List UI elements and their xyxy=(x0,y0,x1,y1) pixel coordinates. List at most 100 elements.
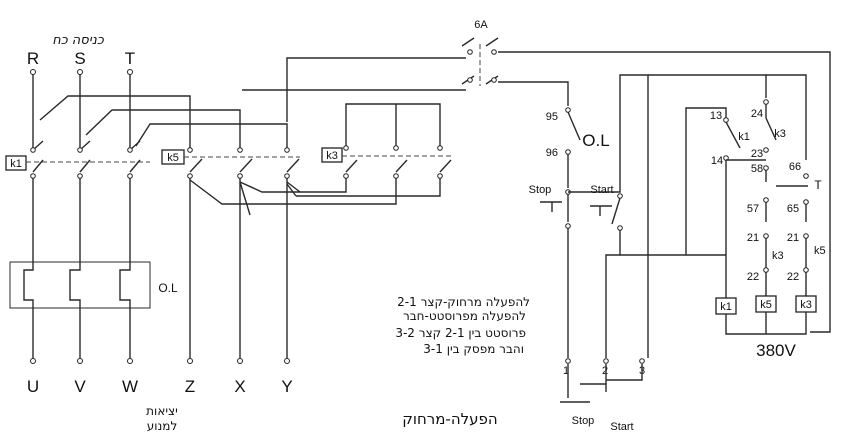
start-dot xyxy=(617,193,623,199)
k3-interlock-label: k3 xyxy=(772,250,784,262)
timer-label: T xyxy=(814,178,822,192)
k1-contact-dot xyxy=(77,173,83,179)
contact-58: 58 xyxy=(751,163,763,175)
k1-aux-label: k1 xyxy=(738,131,750,143)
k3-link-z xyxy=(189,178,397,205)
contact-22-right: 22 xyxy=(787,271,799,283)
fuse-dot xyxy=(491,77,497,83)
fuse-dot xyxy=(491,49,497,55)
k1-aux-contact xyxy=(725,121,741,149)
k5-interlock-label: k5 xyxy=(814,245,826,257)
control-circuit: 6A 95 96 O.L Stop Start xyxy=(242,19,831,433)
stop-to-start-bridge xyxy=(568,186,621,193)
contact-dot xyxy=(723,117,729,123)
terminal-t xyxy=(127,69,133,75)
remote-terminal-1: 1 xyxy=(563,365,569,377)
notes-block: להפעלה מרחוק-קצר 2-1 להפעלה מפרוסטט-חבר … xyxy=(395,295,530,356)
phase-s-label: S xyxy=(74,49,85,68)
diagram-caption: הפעלה-מרחוק xyxy=(402,410,497,428)
stop-button-actuator xyxy=(540,201,562,212)
contact-dot xyxy=(763,165,769,171)
contact-23: 23 xyxy=(751,148,763,160)
tap-s-to-k5 xyxy=(85,109,241,148)
k1-contact-dot xyxy=(30,173,36,179)
start-dot xyxy=(617,225,623,231)
k1-contact-dot xyxy=(127,173,133,179)
contact-dot xyxy=(763,267,769,273)
terminal-w-label: W xyxy=(122,377,138,396)
contact-24: 24 xyxy=(751,108,763,120)
k3-contact-dot xyxy=(437,145,443,151)
k1-main-contacts xyxy=(32,140,141,151)
start-button-label: Start xyxy=(590,184,613,196)
coil-return-bus xyxy=(725,312,807,335)
k1-contact-dot xyxy=(30,147,36,153)
thermal-overload-elements xyxy=(23,262,131,308)
contact-21-left: 21 xyxy=(747,232,759,244)
k1-coil-label: k1 xyxy=(720,301,732,313)
k3-link-y xyxy=(286,181,301,193)
control-live-line xyxy=(498,81,569,106)
remote-3-line xyxy=(619,74,649,358)
control-neutral-line xyxy=(498,51,831,333)
k5-contact-dot xyxy=(237,147,243,153)
k5-coil-label: k5 xyxy=(760,299,772,311)
k3-contactor-box xyxy=(321,147,343,163)
hold-branch-wire xyxy=(685,107,727,255)
terminal-u-dot xyxy=(30,358,36,364)
terminal-s xyxy=(77,69,83,75)
contact-65: 65 xyxy=(787,203,799,215)
k3-link-x-diag xyxy=(239,181,251,216)
timer-nc-contact xyxy=(765,170,808,222)
terminal-y-dot xyxy=(284,358,290,364)
power-circuit: כניסה כח R S T k1 O.L k5 xyxy=(5,33,452,433)
remote-terminal-dot xyxy=(639,358,645,364)
motor-terminals: U V W Z X Y xyxy=(27,358,293,396)
contact-dot xyxy=(803,233,809,239)
terminal-w-dot xyxy=(127,358,133,364)
contact-66: 66 xyxy=(789,161,801,173)
motor-outputs-label-2: למנוע xyxy=(147,419,178,433)
contact-dot xyxy=(803,199,809,205)
phase-r-label: R xyxy=(27,49,39,68)
start-to-remote-2 xyxy=(605,230,621,358)
fuse-switch-upper xyxy=(461,37,499,47)
contact-dot xyxy=(763,99,769,105)
ol-control-contact xyxy=(567,111,581,141)
k3-aux-contact xyxy=(765,104,777,141)
k5-main-contacts xyxy=(189,158,300,173)
remote-stop-label: Stop xyxy=(572,415,595,427)
k3-contact-dot xyxy=(343,145,349,151)
k3-contact-dot xyxy=(393,173,399,179)
k1-contact-blades xyxy=(32,159,141,173)
stop-button-label: Stop xyxy=(529,184,552,196)
control-top-bus xyxy=(648,74,767,98)
start-button-contact xyxy=(611,197,621,225)
stop-dot xyxy=(565,223,571,229)
terminal-x-dot xyxy=(237,358,243,364)
motor-outputs-label-1: יציאות xyxy=(146,404,178,418)
terminal-u-label: U xyxy=(27,377,39,396)
k3-aux-label: k3 xyxy=(774,128,786,140)
contact-57: 57 xyxy=(747,203,759,215)
contact-dot xyxy=(763,233,769,239)
contact-dot xyxy=(803,267,809,273)
k3-coil-label: k3 xyxy=(800,299,812,311)
terminal-v-dot xyxy=(77,358,83,364)
contact-dot xyxy=(763,197,769,203)
k1-coil-wire xyxy=(725,159,766,298)
k3-link-y-diag xyxy=(286,183,297,197)
terminal-v-label: V xyxy=(74,377,86,396)
terminal-y-label: Y xyxy=(281,377,292,396)
k5-contact-dot xyxy=(187,147,193,153)
contact-14: 14 xyxy=(711,155,723,167)
remote-start-label: Start xyxy=(610,421,633,433)
k5-contact-dot xyxy=(187,173,193,179)
k3-contactor-label: k3 xyxy=(326,150,338,162)
remote-terminal-2: 2 xyxy=(602,365,608,377)
tap-t-to-k5 xyxy=(135,123,288,148)
timer-supply-wire xyxy=(766,74,807,160)
k3-star-bridge xyxy=(345,103,441,148)
fuse-dot xyxy=(467,77,473,83)
